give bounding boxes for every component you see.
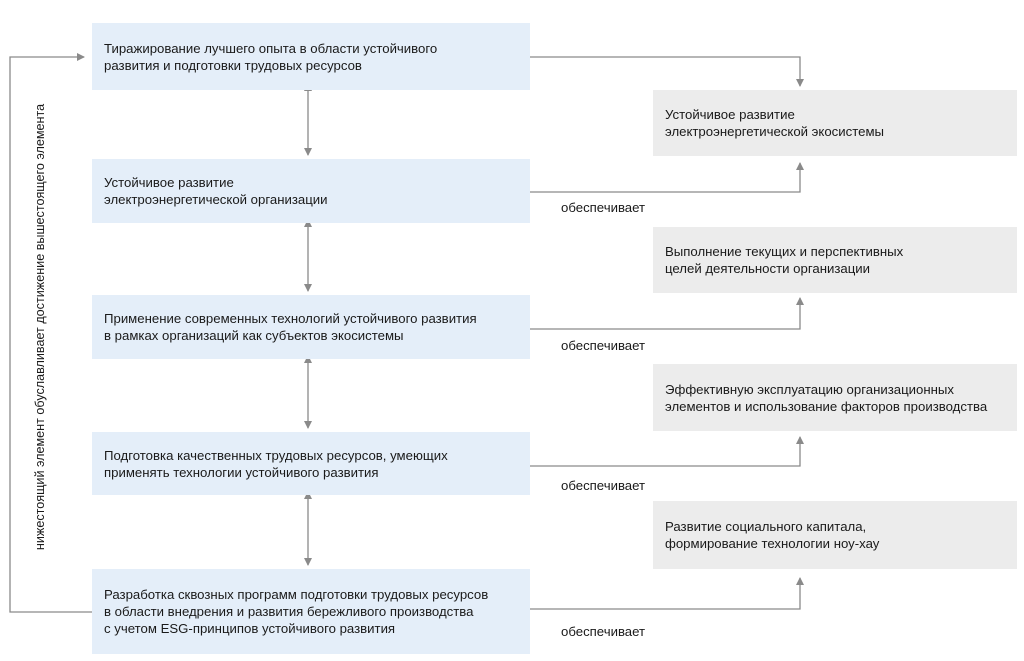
- connector-4: [530, 577, 804, 610]
- right-box-3: Эффективную эксплуатацию организационных…: [653, 364, 1017, 431]
- connector-label-4: обеспечивает: [561, 624, 646, 639]
- connector-label-1: обеспечивает: [561, 200, 646, 215]
- connector-label-2: обеспечивает: [561, 338, 646, 353]
- connector-label-3: обеспечивает: [561, 478, 646, 493]
- right-box-1: Устойчивое развитие электроэнергетическо…: [653, 90, 1017, 156]
- connector-3: [530, 436, 804, 467]
- left-box-4: Подготовка качественных трудовых ресурсо…: [92, 432, 530, 495]
- left-box-3-text: Применение современных технологий устойч…: [104, 311, 477, 343]
- left-box-1: Тиражирование лучшего опыта в области ус…: [92, 23, 530, 90]
- right-box-1-text: Устойчивое развитие электроэнергетическо…: [665, 107, 884, 139]
- left-box-3: Применение современных технологий устойч…: [92, 295, 530, 359]
- left-box-2: Устойчивое развитие электроэнергетическо…: [92, 159, 530, 223]
- connector-top: [530, 56, 804, 87]
- connector-2: [530, 297, 804, 330]
- right-box-2-text: Выполнение текущих и перспективных целей…: [665, 244, 904, 276]
- right-box-3-text: Эффективную эксплуатацию организационных…: [665, 381, 988, 414]
- right-box-2: Выполнение текущих и перспективных целей…: [653, 227, 1017, 293]
- left-box-5-text: Разработка сквозных программ подготовки …: [104, 587, 489, 636]
- connector-1: [530, 162, 804, 193]
- side-label: нижестоящий элемент обуславливает достиж…: [33, 103, 47, 551]
- left-box-2-text: Устойчивое развитие электроэнергетическо…: [104, 175, 328, 207]
- right-box-4: Развитие социального капитала, формирова…: [653, 501, 1017, 569]
- left-box-1-text: Тиражирование лучшего опыта в области ус…: [104, 40, 438, 73]
- feedback-loop-line: [9, 53, 92, 613]
- left-box-4-text: Подготовка качественных трудовых ресурсо…: [104, 447, 448, 480]
- left-box-5: Разработка сквозных программ подготовки …: [92, 569, 530, 654]
- right-box-4-text: Развитие социального капитала, формирова…: [665, 519, 880, 551]
